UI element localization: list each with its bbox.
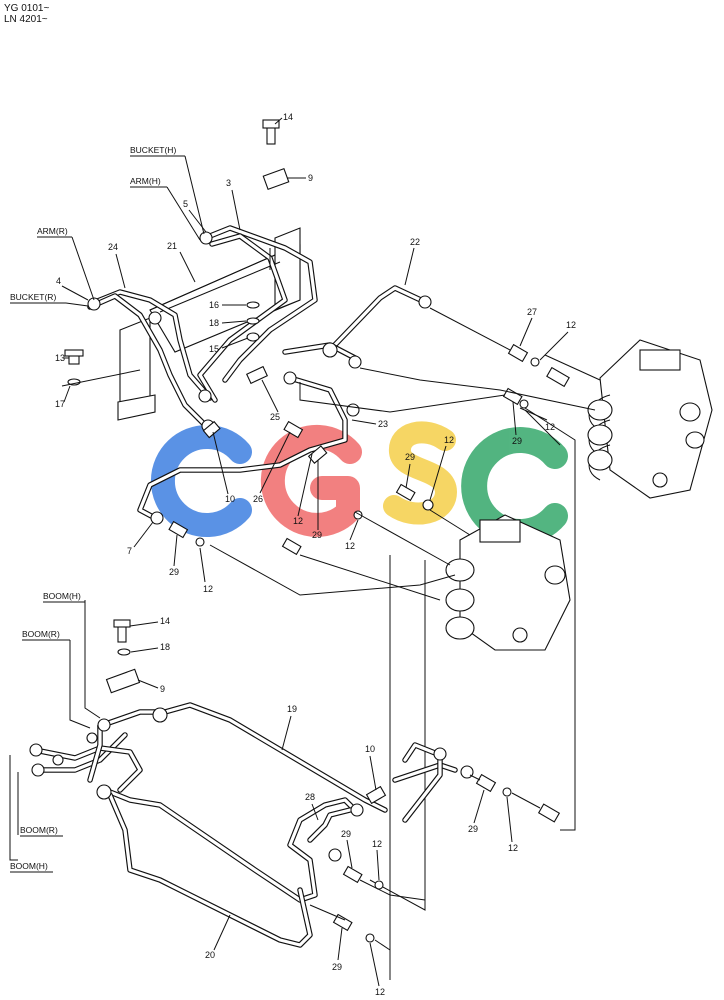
leader-lines-upper: [61, 248, 601, 980]
upper-fittings: [64, 119, 432, 525]
part-number-callouts: 14 9 3 5 21 24 4 22 16 18 15 13 17 27 12…: [55, 112, 576, 997]
callout-22: 22: [410, 237, 420, 247]
lower-fittings: [29, 707, 561, 943]
callout-10-upper: 10: [225, 494, 235, 504]
callout-15: 15: [209, 344, 219, 354]
callout-29-f: 29: [341, 829, 351, 839]
callout-7: 7: [127, 546, 132, 556]
callout-12-b: 12: [545, 422, 555, 432]
label-bucket-h-upper: BUCKET(H): [130, 145, 176, 155]
upper-pipes: [87, 225, 428, 521]
watermark-c-green: [461, 427, 568, 545]
callout-12-e: 12: [203, 584, 213, 594]
callout-4: 4: [56, 276, 61, 286]
model-code-1: YG 0101~: [4, 3, 50, 14]
callout-16: 16: [209, 300, 219, 310]
clamp-9-lower: [105, 619, 141, 694]
callout-14-upper: 14: [283, 112, 293, 122]
watermark-c-blue: [150, 425, 252, 537]
callout-29-g: 29: [332, 962, 342, 972]
callout-20: 20: [205, 950, 215, 960]
callout-9-upper: 9: [308, 173, 313, 183]
callout-29-d: 29: [312, 530, 322, 540]
callout-3: 3: [226, 178, 231, 188]
callout-29-a: 29: [512, 436, 522, 446]
callout-12-a: 12: [566, 320, 576, 330]
leader-lines-lower: [9, 600, 541, 951]
label-boom-h-bottom: BOOM(H): [10, 861, 48, 871]
clamp-9-upper: [262, 167, 290, 191]
callout-19: 19: [287, 704, 297, 714]
model-code-2: LN 4201~: [4, 14, 48, 25]
callout-27: 27: [527, 307, 537, 317]
valve-connectors-upper: [168, 343, 570, 556]
label-boom-r-top: BOOM(R): [22, 629, 60, 639]
circuit-labels: BUCKET(H) ARM(H) ARM(R) BUCKET(R) BOOM(H…: [10, 145, 205, 873]
callout-29-e: 29: [468, 824, 478, 834]
callout-26: 26: [253, 494, 263, 504]
callout-28: 28: [305, 792, 315, 802]
callout-18-upper: 18: [209, 318, 219, 328]
callout-21: 21: [167, 241, 177, 251]
callout-12-i: 12: [375, 987, 385, 997]
callout-5: 5: [183, 199, 188, 209]
callout-12-f: 12: [345, 541, 355, 551]
watermark-s-yellow: [383, 421, 458, 525]
lower-pipes: [32, 702, 458, 948]
control-valve-lower: [445, 514, 571, 651]
callout-25: 25: [270, 412, 280, 422]
callout-13: 13: [55, 353, 65, 363]
callout-24: 24: [108, 242, 118, 252]
watermark-g-red: [260, 424, 362, 537]
mounting-bracket-upper: [117, 227, 301, 421]
callout-12-c: 12: [444, 435, 454, 445]
label-boom-r-bottom: BOOM(R): [20, 825, 58, 835]
callout-18-lower: 18: [160, 642, 170, 652]
control-valve-upper: [587, 339, 713, 499]
callout-29-c: 29: [169, 567, 179, 577]
label-boom-h-top: BOOM(H): [43, 591, 81, 601]
callout-9-lower: 9: [160, 684, 165, 694]
label-arm-h: ARM(H): [130, 176, 161, 186]
callout-12-g: 12: [508, 843, 518, 853]
callout-10-lower: 10: [365, 744, 375, 754]
callout-14-lower: 14: [160, 616, 170, 626]
label-arm-r: ARM(R): [37, 226, 68, 236]
callout-23: 23: [378, 419, 388, 429]
callout-17: 17: [55, 399, 65, 409]
label-bucket-r: BUCKET(R): [10, 292, 56, 302]
callout-12-h: 12: [372, 839, 382, 849]
callout-12-d: 12: [293, 516, 303, 526]
callout-29-b: 29: [405, 452, 415, 462]
